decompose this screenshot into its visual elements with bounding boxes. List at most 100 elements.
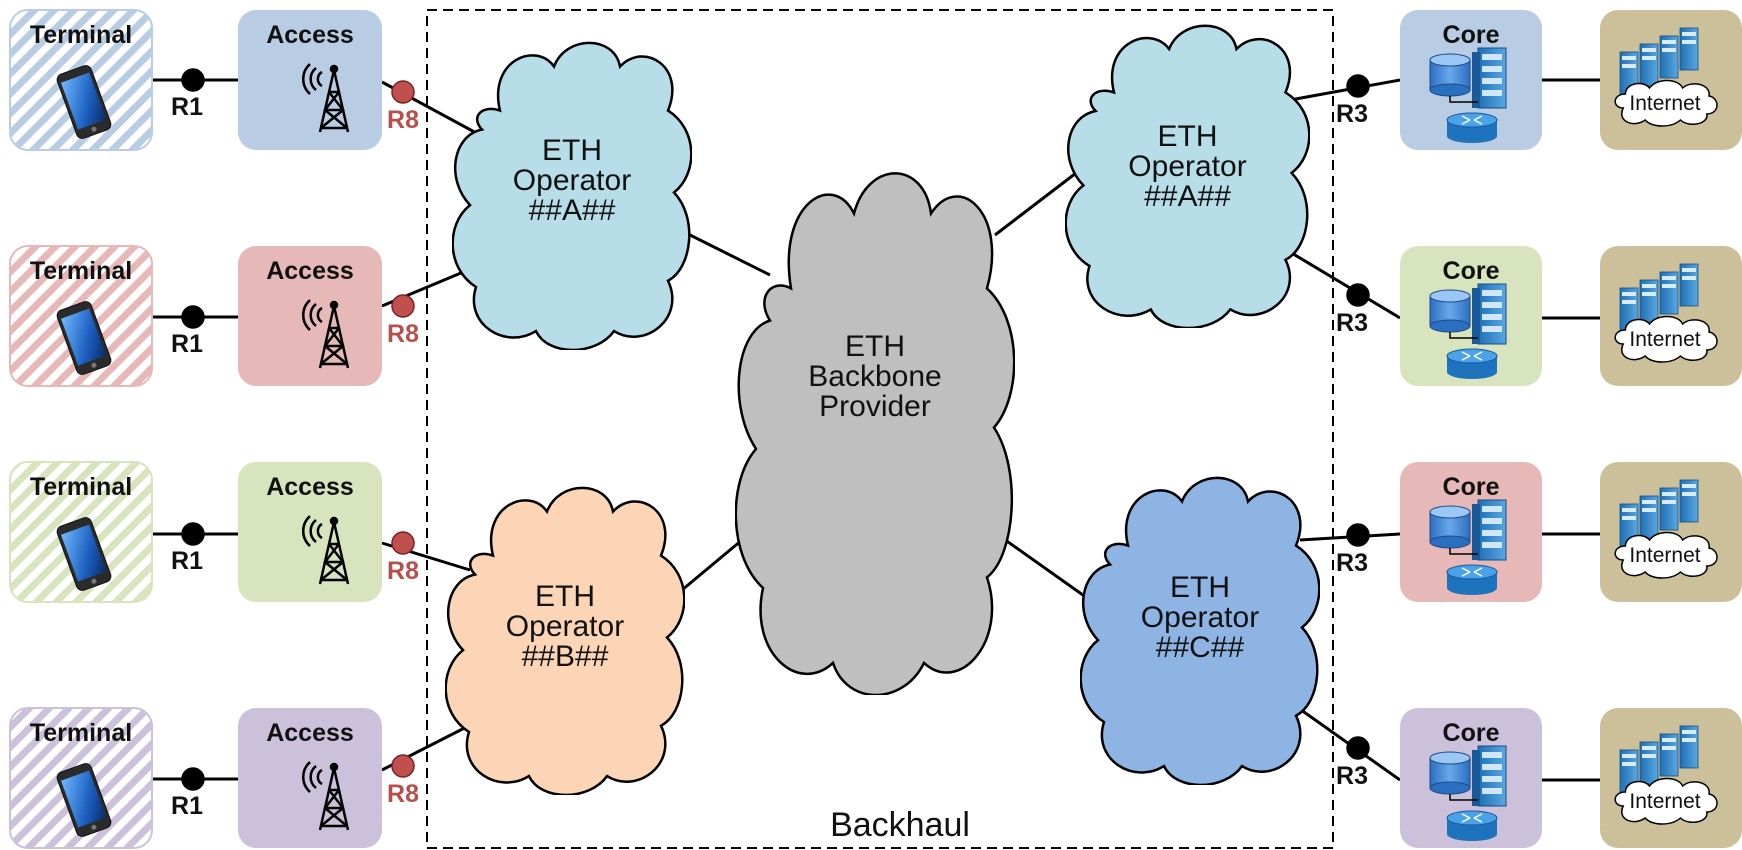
access-label: Access [266,719,354,747]
cloud-label-line: Operator [506,610,624,643]
router-icon [1446,810,1498,841]
r3-label: R3 [1336,100,1368,128]
access-box: Access [238,10,382,150]
r1-connector-dot [181,68,205,92]
antenna-tower-icon [301,63,350,133]
terminal-box: Terminal [9,707,153,849]
router-icon [1446,112,1498,143]
access-label: Access [266,257,354,285]
r3-connector-dot [1346,523,1370,547]
r1-connector-dot [181,767,205,791]
server-stack-icon [1659,271,1679,315]
server-stack-icon [1679,27,1699,71]
access-box: Access [238,708,382,848]
antenna-tower-icon [301,299,350,369]
cloud-label-line: ##C## [1156,631,1245,664]
cloud-label-line: ETH [845,330,905,363]
antenna-tower-icon [301,761,350,831]
r3-connector-dot [1346,74,1370,98]
core-box: Core [1400,708,1542,848]
core-equipment-icon [1429,283,1507,379]
core-equipment-icon [1429,47,1507,143]
cloud-label-line: ##A## [529,194,616,227]
internet-box: Internet [1600,246,1742,386]
terminal-label: Terminal [30,257,132,285]
r1-connector-dot [181,305,205,329]
r1-connector-dot [181,522,205,546]
router-icon [1446,564,1498,595]
server-stack-icon [1679,725,1699,769]
core-box: Core [1400,10,1542,150]
server-stack-icon [1659,487,1679,531]
server-stack-icon [1659,35,1679,79]
r8-label: R8 [387,780,419,808]
r3-label: R3 [1336,762,1368,790]
server-icon [1472,47,1507,109]
backhaul-region [426,9,1334,849]
internet-box: Internet [1600,10,1742,150]
cloud-label-line: Operator [1141,601,1259,634]
router-icon [1446,348,1498,379]
terminal-box: Terminal [9,9,153,151]
cloud-label-line: ETH [535,580,595,613]
backhaul-label: Backhaul [830,806,970,844]
cloud-label-line: ##B## [522,640,609,673]
r3-label: R3 [1336,549,1368,577]
access-label: Access [266,21,354,49]
internet-label: Internet [1629,92,1700,115]
r1-label: R1 [171,792,203,820]
r1-label: R1 [171,93,203,121]
r8-connector-dot [391,531,415,555]
terminal-label: Terminal [30,719,132,747]
internet-label: Internet [1629,544,1700,567]
database-icon [1429,505,1471,549]
r1-label: R1 [171,547,203,575]
core-label: Core [1443,257,1500,285]
terminal-box: Terminal [9,245,153,387]
cloud-label-line: ETH [1158,120,1218,153]
r8-connector-dot [391,754,415,778]
core-label: Core [1443,719,1500,747]
phone-icon [56,763,112,837]
cloud-label-line: Operator [513,164,631,197]
cloud-label-line: ##A## [1144,180,1231,213]
internet-servers-icon: Internet [1614,27,1718,127]
internet-label: Internet [1629,328,1700,351]
server-stack-icon [1679,263,1699,307]
terminal-box: Terminal [9,461,153,603]
server-stack-icon [1639,43,1659,87]
r8-label: R8 [387,320,419,348]
core-equipment-icon [1429,745,1507,841]
internet-servers-icon: Internet [1614,725,1718,825]
server-stack-icon [1639,495,1659,539]
cloud-label-line: ETH [542,134,602,167]
server-stack-icon [1639,279,1659,323]
r3-connector-dot [1346,736,1370,760]
server-stack-icon [1679,479,1699,523]
server-icon [1472,499,1507,561]
cloud-label-line: Provider [819,390,931,423]
cloud-label-line: ETH [1170,571,1230,604]
server-stack-icon [1639,741,1659,785]
core-label: Core [1443,473,1500,501]
database-icon [1429,53,1471,97]
core-box: Core [1400,246,1542,386]
core-label: Core [1443,21,1500,49]
access-box: Access [238,246,382,386]
internet-box: Internet [1600,708,1742,848]
access-box: Access [238,462,382,602]
r1-label: R1 [171,330,203,358]
terminal-label: Terminal [30,21,132,49]
antenna-tower-icon [301,515,350,585]
phone-icon [56,301,112,375]
r8-label: R8 [387,106,419,134]
core-box: Core [1400,462,1542,602]
